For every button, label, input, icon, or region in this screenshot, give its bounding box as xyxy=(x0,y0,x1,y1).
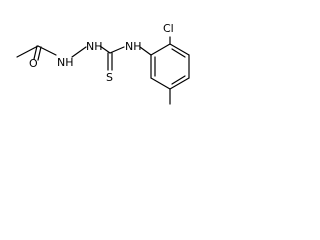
ring-bond-1 xyxy=(150,43,171,56)
bond-thiocarbon-nh xyxy=(109,46,125,54)
bond-n-thiocarbon xyxy=(99,45,111,54)
ring-bond-2 xyxy=(169,43,190,56)
ring-inner-double-2 xyxy=(171,75,186,85)
bond-n-n xyxy=(71,46,87,58)
bond-carbonyl-n xyxy=(37,45,57,56)
amide-nh-label: NH xyxy=(125,40,142,53)
bond-carbonyl-double-b xyxy=(37,46,42,61)
molecule-structure: O NH NH S NH Cl xyxy=(16,22,190,105)
hydrazine-nh-2-label: NH xyxy=(86,40,103,53)
bond-carbonyl-double-a xyxy=(33,45,38,60)
bond-methyl-carbonyl xyxy=(16,45,39,58)
hydrazine-nh-1-label: NH xyxy=(57,56,74,69)
ring-bond-4 xyxy=(169,77,190,90)
oxygen-label: O xyxy=(29,57,38,70)
ring-inner-double-1 xyxy=(171,48,186,58)
bond-nh-ring xyxy=(139,46,152,56)
sulfur-label: S xyxy=(106,71,113,84)
ring-bond-5 xyxy=(150,77,171,90)
chlorine-label: Cl xyxy=(163,22,174,35)
